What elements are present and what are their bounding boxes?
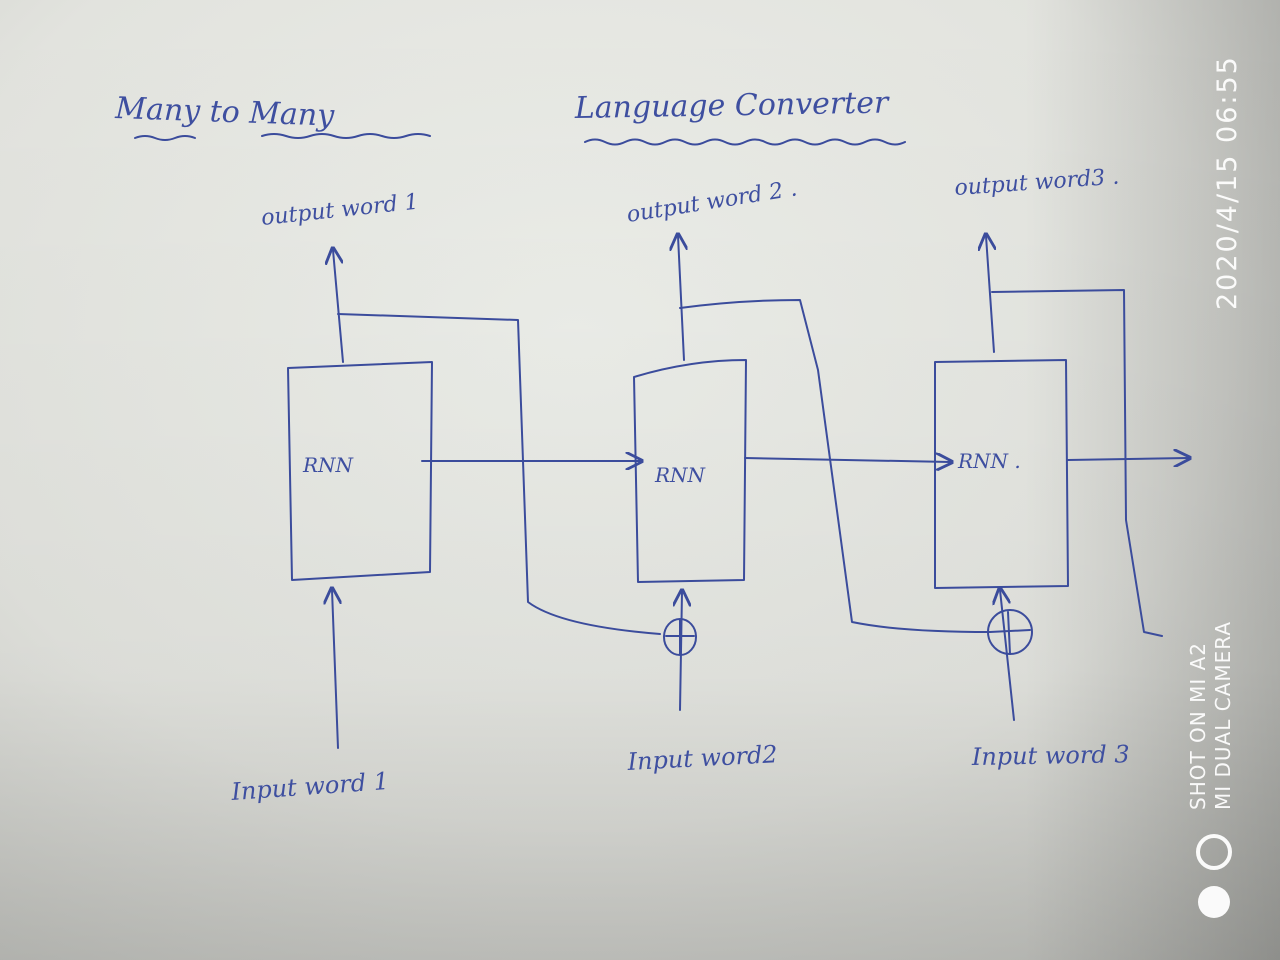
- input-arrow-2: [680, 592, 682, 711]
- title-language-converter: Language Converter: [574, 86, 891, 127]
- rnn-cell-1: [287, 361, 433, 581]
- rnn-label-3: RNN .: [957, 449, 1021, 473]
- output-label-2: output word 2 .: [625, 176, 799, 228]
- rnn-cell-3: [934, 359, 1069, 589]
- camera-line-2: MI DUAL CAMERA: [1211, 620, 1235, 810]
- camera-line-1: SHOT ON MI A2: [1186, 641, 1210, 810]
- input-arrow-3: [1000, 590, 1015, 721]
- rnn-cell-2: [633, 359, 747, 583]
- output-arrow-3: [986, 236, 994, 353]
- camera-watermark: SHOT ON MI A2 MI DUAL CAMERA: [1186, 621, 1236, 810]
- hidden-arrow-2-3: [744, 458, 950, 462]
- input-arrow-1: [332, 590, 338, 749]
- combine-node-2: [663, 618, 697, 656]
- rnn-label-1: RNN: [302, 453, 355, 477]
- title-right-underline: [584, 138, 906, 146]
- feedback-line-1: [337, 313, 661, 635]
- title-many-to-many: Many to Many: [114, 91, 336, 134]
- input-label-2: Input word2: [626, 740, 778, 776]
- photo-datetime-watermark: 2020/4/15 06:55: [1212, 55, 1243, 310]
- output-label-1: output word 1: [260, 190, 420, 231]
- feedback-line-2: [679, 299, 991, 633]
- camera-logo-icon: [1196, 834, 1232, 918]
- output-arrow-1: [333, 250, 344, 363]
- output-label-3: output word3 .: [954, 165, 1120, 201]
- rnn-label-2: RNN: [654, 463, 707, 487]
- feedback-line-3: [991, 289, 1163, 637]
- combine-node-3: [987, 609, 1033, 655]
- hidden-arrow-out: [1067, 458, 1188, 460]
- title-left-underline: [134, 133, 431, 141]
- output-arrow-2: [678, 236, 684, 361]
- input-label-3: Input word 3: [971, 740, 1130, 771]
- input-label-1: Input word 1: [229, 767, 389, 806]
